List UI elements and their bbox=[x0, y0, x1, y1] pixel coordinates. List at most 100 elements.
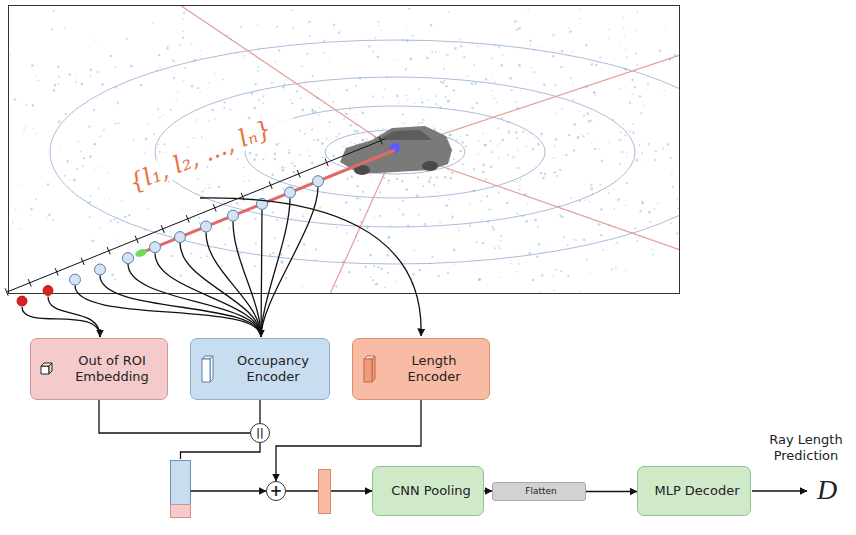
scan-point bbox=[47, 183, 50, 186]
scan-point bbox=[405, 68, 407, 70]
scan-point bbox=[654, 159, 656, 161]
scan-point bbox=[506, 202, 509, 205]
scan-point bbox=[316, 259, 317, 260]
scan-point bbox=[561, 108, 563, 110]
scan-point bbox=[197, 87, 199, 89]
scan-point bbox=[402, 113, 404, 115]
scan-point bbox=[372, 180, 373, 181]
scan-point bbox=[439, 221, 441, 223]
scan-point bbox=[530, 133, 531, 134]
scan-point bbox=[608, 192, 610, 194]
scan-point bbox=[462, 163, 464, 165]
scan-point bbox=[443, 80, 445, 82]
scan-point bbox=[469, 203, 471, 205]
scan-point bbox=[208, 82, 209, 83]
scan-point bbox=[152, 23, 153, 24]
scan-point bbox=[473, 190, 476, 193]
scan-point bbox=[288, 152, 290, 154]
scan-point bbox=[386, 254, 389, 257]
scan-point bbox=[552, 276, 553, 277]
scan-point bbox=[368, 45, 370, 47]
scan-point bbox=[622, 124, 623, 125]
scan-point bbox=[499, 247, 501, 249]
scan-point bbox=[368, 211, 369, 212]
scan-point bbox=[251, 92, 254, 95]
scan-point bbox=[553, 290, 555, 292]
scan-point bbox=[321, 143, 323, 145]
scan-point bbox=[544, 173, 547, 176]
scan-point bbox=[567, 244, 569, 246]
scan-point bbox=[387, 182, 389, 184]
scan-point bbox=[568, 134, 570, 136]
scan-point bbox=[222, 79, 224, 81]
scan-point bbox=[403, 122, 405, 124]
scan-point bbox=[577, 136, 580, 139]
scan-point bbox=[454, 94, 455, 95]
scan-point bbox=[652, 249, 654, 251]
scan-point bbox=[473, 168, 475, 170]
point-lead bbox=[128, 264, 261, 337]
scan-point bbox=[531, 67, 533, 69]
scan-point bbox=[338, 31, 341, 34]
scan-point bbox=[453, 264, 454, 265]
scan-point bbox=[292, 171, 295, 174]
scan-point bbox=[500, 64, 503, 67]
scan-point bbox=[383, 177, 385, 179]
scan-point bbox=[196, 119, 198, 121]
scan-point bbox=[632, 132, 635, 135]
scan-point bbox=[448, 12, 450, 14]
point-lead bbox=[261, 210, 262, 337]
scan-point bbox=[640, 112, 642, 114]
scan-point bbox=[612, 119, 614, 121]
scan-point bbox=[579, 200, 581, 202]
scan-point bbox=[639, 144, 641, 146]
scan-point bbox=[357, 240, 359, 242]
ruler-tick bbox=[297, 170, 300, 178]
scan-point bbox=[554, 84, 556, 86]
scan-point bbox=[481, 200, 483, 202]
ruler-tick bbox=[81, 258, 84, 265]
node-label: Out of ROI Embedding bbox=[64, 353, 160, 384]
lead-head bbox=[99, 329, 100, 337]
scan-point bbox=[345, 113, 347, 115]
scan-point bbox=[489, 140, 491, 142]
scan-point bbox=[155, 265, 157, 267]
scan-point bbox=[404, 94, 405, 95]
scan-point bbox=[91, 240, 93, 242]
ray-sample bbox=[123, 253, 134, 264]
scan-point bbox=[431, 256, 433, 258]
scan-point bbox=[639, 210, 641, 212]
scan-point bbox=[171, 255, 173, 257]
scan-point bbox=[620, 88, 622, 90]
scan-point bbox=[514, 181, 516, 183]
scan-point bbox=[553, 171, 556, 174]
node-label: MLP Decoder bbox=[654, 483, 739, 499]
scan-point bbox=[534, 219, 537, 222]
scan-point bbox=[53, 89, 56, 92]
scan-point bbox=[586, 112, 589, 115]
scan-point bbox=[398, 102, 399, 103]
scan-point bbox=[89, 195, 91, 197]
ray-sample bbox=[70, 274, 81, 285]
scan-point bbox=[559, 169, 561, 171]
scan-point bbox=[657, 203, 659, 205]
scan-point bbox=[375, 282, 378, 285]
scan-point bbox=[460, 45, 462, 47]
scan-point bbox=[635, 30, 637, 32]
scan-point bbox=[482, 164, 485, 167]
scan-point bbox=[332, 101, 334, 103]
scan-point bbox=[296, 90, 298, 92]
scan-point bbox=[417, 176, 419, 178]
scan-point bbox=[516, 137, 518, 139]
scan-point bbox=[485, 78, 487, 80]
scan-point bbox=[183, 12, 185, 14]
scan-point bbox=[201, 137, 203, 139]
scan-point bbox=[461, 141, 463, 143]
scan-point bbox=[242, 180, 244, 182]
scan-point bbox=[458, 127, 459, 128]
scan-point bbox=[221, 265, 223, 267]
scan-point bbox=[9, 54, 11, 56]
scan-point bbox=[346, 232, 348, 234]
